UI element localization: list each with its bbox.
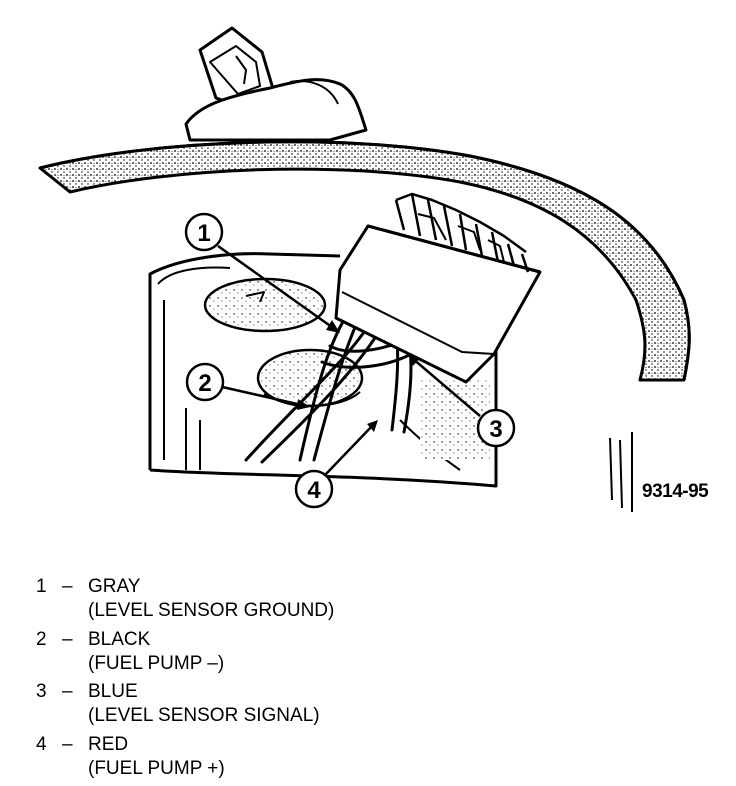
callout-2-label: 2 [198, 370, 211, 397]
callout-4: 4 [296, 471, 332, 507]
top-connector [186, 28, 366, 140]
callout-3-label: 3 [489, 416, 502, 443]
legend-number: 4 [36, 734, 56, 756]
wire-connector [336, 194, 540, 382]
legend-number: 2 [36, 629, 56, 651]
legend-dash: – [62, 681, 73, 703]
callout-4-label: 4 [307, 477, 321, 504]
legend-item: 4 – RED (FUEL PUMP +) [36, 734, 596, 786]
legend-number: 3 [36, 681, 56, 703]
callout-1-label: 1 [197, 220, 210, 247]
callout-2: 2 [187, 364, 223, 400]
legend-item: 1 – GRAY (LEVEL SENSOR GROUND) [36, 576, 596, 629]
legend: 1 – GRAY (LEVEL SENSOR GROUND) 2 – BLACK… [36, 576, 596, 786]
legend-item: 3 – BLUE (LEVEL SENSOR SIGNAL) [36, 681, 596, 734]
wiring-illustration: 1 2 3 4 [0, 0, 736, 540]
callout-1: 1 [186, 214, 222, 250]
legend-wire-color: BLUE [88, 681, 138, 703]
figure-id: 9314-95 [642, 481, 708, 503]
legend-description: (LEVEL SENSOR GROUND) [88, 600, 334, 622]
legend-number: 1 [36, 576, 56, 598]
legend-dash: – [62, 629, 73, 651]
legend-wire-color: BLACK [88, 629, 150, 651]
callout-3: 3 [478, 410, 514, 446]
legend-wire-color: GRAY [88, 576, 140, 598]
legend-description: (LEVEL SENSOR SIGNAL) [88, 705, 320, 727]
legend-description: (FUEL PUMP –) [88, 653, 224, 675]
legend-wire-color: RED [88, 734, 128, 756]
legend-dash: – [62, 576, 73, 598]
legend-item: 2 – BLACK (FUEL PUMP –) [36, 629, 596, 682]
legend-description: (FUEL PUMP +) [88, 758, 225, 780]
legend-dash: – [62, 734, 73, 756]
